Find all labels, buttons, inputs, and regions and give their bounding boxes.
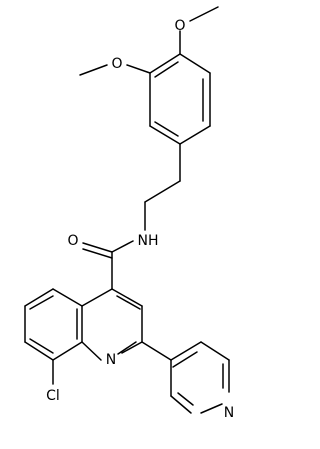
atom-label-o-methoxy-left: O <box>111 56 122 72</box>
atom-label-o-methoxy-top: O <box>174 18 185 34</box>
atom-label-pyridine-n: N <box>224 405 234 421</box>
atom-label-amide-n: NH <box>138 233 159 249</box>
atom-labels: O O O NH N N Cl <box>46 18 234 421</box>
atom-label-quinoline-n: N <box>106 352 116 368</box>
atom-label-chlorine: Cl <box>46 388 60 404</box>
chemical-structure: O O O NH N N Cl <box>24 6 234 421</box>
bonds <box>24 6 230 414</box>
atom-label-o-carbonyl: O <box>67 233 78 249</box>
